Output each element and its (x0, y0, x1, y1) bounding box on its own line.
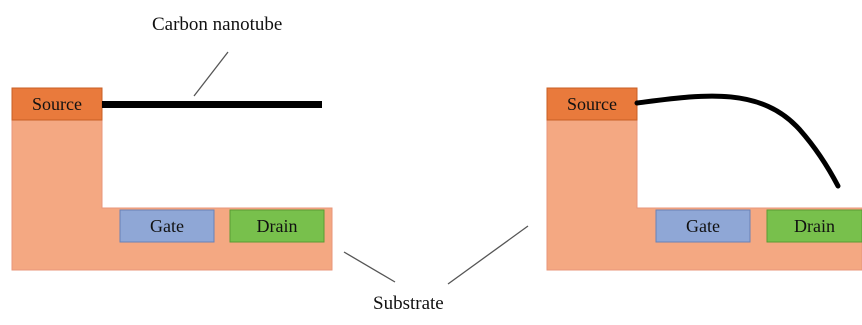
substrate-pointer-left (343, 251, 396, 283)
right-gate-label: Gate (686, 215, 720, 236)
nanotube-pointer (193, 51, 229, 97)
left-drain (229, 209, 325, 243)
left-source (11, 87, 103, 121)
left-nanotube (102, 101, 322, 108)
right-drain-label: Drain (794, 215, 835, 236)
substrate-label: Substrate (373, 293, 444, 314)
right-gate (655, 209, 751, 243)
right-source-label: Source (567, 93, 617, 114)
right-drain (766, 209, 862, 243)
left-source-label: Source (32, 93, 82, 114)
left-gate-label: Gate (150, 215, 184, 236)
left-drain-label: Drain (256, 215, 298, 236)
right-nanotube (634, 93, 841, 189)
nanotube-label: Carbon nanotube (152, 14, 283, 35)
left-gate (119, 209, 215, 243)
substrate-pointer-right (447, 225, 529, 285)
